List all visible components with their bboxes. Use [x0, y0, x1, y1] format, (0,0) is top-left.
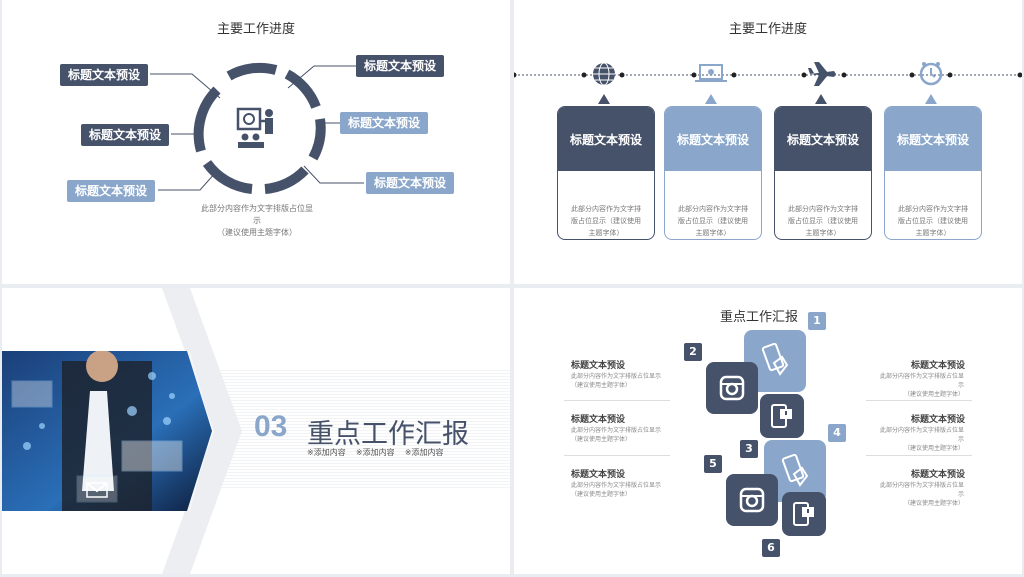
text-line: （建议使用主题字体）	[903, 391, 964, 398]
right-label-1: 标题文本预设	[911, 361, 966, 371]
phone-touch-icon	[781, 454, 809, 487]
subitem: ※添加内容	[355, 448, 395, 457]
progress-ring	[150, 62, 364, 194]
tag-left-2: 标题文本预设	[81, 124, 170, 146]
text-line: 此部分内容作为文字排版占位显示	[571, 482, 662, 489]
tile-5	[726, 474, 778, 526]
text-line: （建议使用主题字体）	[571, 436, 632, 443]
subitem: ※添加内容	[307, 448, 346, 457]
card-title: 标题文本预设	[665, 107, 761, 171]
instagram-icon	[739, 487, 765, 513]
right-label-2: 标题文本预设	[911, 415, 966, 425]
laptop-icon	[695, 64, 727, 82]
left-text-3: 此部分内容作为文字排版占位显示 （建议使用主题字体）	[571, 481, 661, 499]
text-line: 此部分内容作为文字排版占位显示	[879, 373, 964, 389]
subitem: ※添加内容	[404, 448, 444, 457]
card-title: 标题文本预设	[775, 107, 871, 171]
badge-3: 3	[740, 440, 758, 458]
slide-2[interactable]: 主要工作进度	[514, 0, 1022, 284]
instagram-icon	[719, 375, 745, 401]
right-text-2: 此部分内容作为文字排版占位显示 （建议使用主题字体）	[876, 426, 964, 453]
airplane-icon	[808, 62, 836, 86]
card-line: 主题字体）	[915, 229, 951, 237]
globe-icon	[593, 62, 615, 86]
divider	[564, 455, 670, 456]
card-body: 此部分内容作为文字排 版占位显示（建议使用 主题字体）	[885, 171, 981, 239]
business-photo	[2, 351, 212, 511]
card-line: 此部分内容作为文字排	[788, 205, 858, 213]
slide-title: 主要工作进度	[728, 22, 807, 37]
badge-2: 2	[684, 343, 702, 361]
card-line: 此部分内容作为文字排	[678, 205, 748, 213]
section-subitems: ※添加内容 ※添加内容 ※添加内容	[307, 447, 443, 458]
tag-left-1: 标题文本预设	[60, 64, 149, 86]
tablet-alert-icon	[771, 404, 792, 428]
text-line: （建议使用主题字体）	[903, 445, 964, 452]
stripe-band	[202, 368, 510, 488]
text-line: （建议使用主题字体）	[903, 500, 964, 507]
card-line: 版占位显示（建议使用	[678, 217, 748, 225]
card-line: 版占位显示（建议使用	[788, 217, 858, 225]
card-body: 此部分内容作为文字排 版占位显示（建议使用 主题字体）	[775, 171, 871, 239]
right-text-3: 此部分内容作为文字排版占位显示 （建议使用主题字体）	[876, 481, 964, 508]
card-3: 标题文本预设 此部分内容作为文字排 版占位显示（建议使用 主题字体）	[774, 106, 872, 240]
slide-title: 主要工作进度	[216, 22, 295, 37]
section-number: 03	[254, 410, 288, 443]
card-line: 此部分内容作为文字排	[898, 205, 968, 213]
card-line: 主题字体）	[695, 229, 731, 237]
tag-left-3: 标题文本预设	[67, 180, 156, 202]
divider	[866, 400, 972, 401]
caption-line: 此部分内容作为文字排版占位显	[201, 204, 313, 213]
tablet-alert-icon	[793, 502, 814, 526]
text-line: 此部分内容作为文字排版占位显示	[879, 482, 964, 498]
clock-icon	[919, 62, 943, 86]
tile-2	[706, 362, 758, 414]
left-label-2: 标题文本预设	[571, 415, 626, 425]
card-line: 主题字体）	[805, 229, 841, 237]
text-line: （建议使用主题字体）	[571, 491, 632, 498]
text-line: 此部分内容作为文字排版占位显示	[571, 427, 662, 434]
slide-3[interactable]: 03 重点工作汇报 ※添加内容 ※添加内容 ※添加内容	[2, 288, 510, 574]
left-text-2: 此部分内容作为文字排版占位显示 （建议使用主题字体）	[571, 426, 661, 444]
presentation-icon	[236, 107, 273, 148]
card-line: 版占位显示（建议使用	[898, 217, 968, 225]
card-title: 标题文本预设	[558, 107, 654, 171]
right-label-3: 标题文本预设	[911, 470, 966, 480]
slide-title: 重点工作汇报	[719, 310, 798, 325]
text-line: 此部分内容作为文字排版占位显示	[879, 427, 964, 443]
badge-5: 5	[704, 455, 722, 473]
badge-1: 1	[808, 312, 826, 330]
left-label-3: 标题文本预设	[571, 470, 626, 480]
card-body: 此部分内容作为文字排 版占位显示（建议使用 主题字体）	[665, 171, 761, 239]
card-2: 标题文本预设 此部分内容作为文字排 版占位显示（建议使用 主题字体）	[664, 106, 762, 240]
card-4: 标题文本预设 此部分内容作为文字排 版占位显示（建议使用 主题字体）	[884, 106, 982, 240]
tag-right-2: 标题文本预设	[340, 112, 429, 134]
slide-4[interactable]: 重点工作汇报 标题文本预设 此部分内容作为文字排版占位显示 （建议使用主题字体）…	[514, 288, 1022, 574]
caption-line: 示	[253, 216, 261, 225]
tag-right-3: 标题文本预设	[366, 172, 455, 194]
text-line: 此部分内容作为文字排版占位显示	[571, 373, 662, 380]
card-line: 此部分内容作为文字排	[571, 205, 641, 213]
timeline	[514, 62, 1022, 104]
phone-touch-icon	[761, 343, 789, 376]
right-text-1: 此部分内容作为文字排版占位显示 （建议使用主题字体）	[876, 372, 964, 399]
section-heading: 重点工作汇报	[307, 419, 469, 450]
left-text-1: 此部分内容作为文字排版占位显示 （建议使用主题字体）	[571, 372, 661, 390]
card-line: 主题字体）	[588, 229, 624, 237]
tag-right-1: 标题文本预设	[356, 55, 445, 77]
left-label-1: 标题文本预设	[571, 361, 626, 371]
divider	[866, 455, 972, 456]
card-body: 此部分内容作为文字排 版占位显示（建议使用 主题字体）	[558, 171, 654, 239]
text-line: （建议使用主题字体）	[571, 382, 632, 389]
badge-4: 4	[828, 424, 846, 442]
caption-line: （建议使用主题字体）	[217, 228, 297, 237]
badge-6: 6	[762, 539, 780, 557]
card-title: 标题文本预设	[885, 107, 981, 171]
card-line: 版占位显示（建议使用	[571, 217, 641, 225]
card-1: 标题文本预设 此部分内容作为文字排 版占位显示（建议使用 主题字体）	[557, 106, 655, 240]
caption: 此部分内容作为文字排版占位显 示 （建议使用主题字体）	[182, 203, 332, 239]
divider	[564, 400, 670, 401]
slide-1[interactable]: 主要工作进度 标题文本预设 标题文本预设 标题文本预设 标题	[2, 0, 510, 284]
